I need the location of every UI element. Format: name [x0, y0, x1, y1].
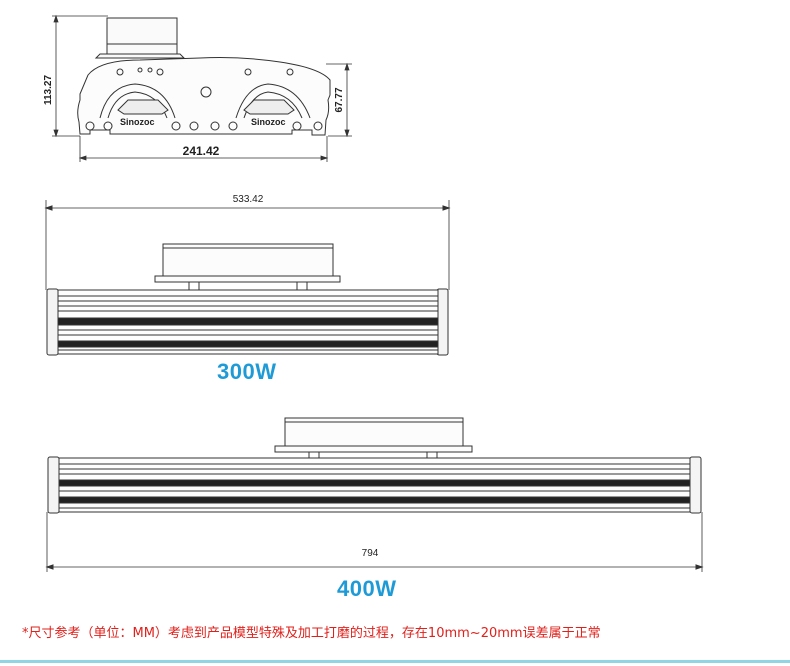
dim-height-body-lines — [326, 62, 352, 138]
dim-height-body: 67.77 — [334, 87, 345, 112]
dim-length-300w: 533.42 — [233, 194, 264, 205]
side-view-logo-left: Sinozoc — [120, 117, 155, 127]
dim-height-total-lines — [52, 14, 108, 138]
side-view-drawing — [77, 17, 331, 136]
dim-length-400w: 794 — [362, 548, 379, 559]
front-view-300w — [44, 200, 451, 356]
dim-height-total: 113.27 — [43, 75, 54, 105]
bottom-divider — [0, 660, 790, 663]
model-label-400w: 400W — [337, 576, 397, 601]
model-label-300w: 300W — [217, 359, 277, 384]
dimension-note: *尺寸参考（单位：MM）考虑到产品模型特殊及加工打磨的过程，存在10mm~20m… — [22, 626, 601, 641]
dim-width: 241.42 — [183, 144, 220, 158]
side-view-logo-right: Sinozoc — [251, 117, 286, 127]
dim-width-lines — [78, 136, 329, 162]
front-view-400w — [45, 417, 704, 572]
